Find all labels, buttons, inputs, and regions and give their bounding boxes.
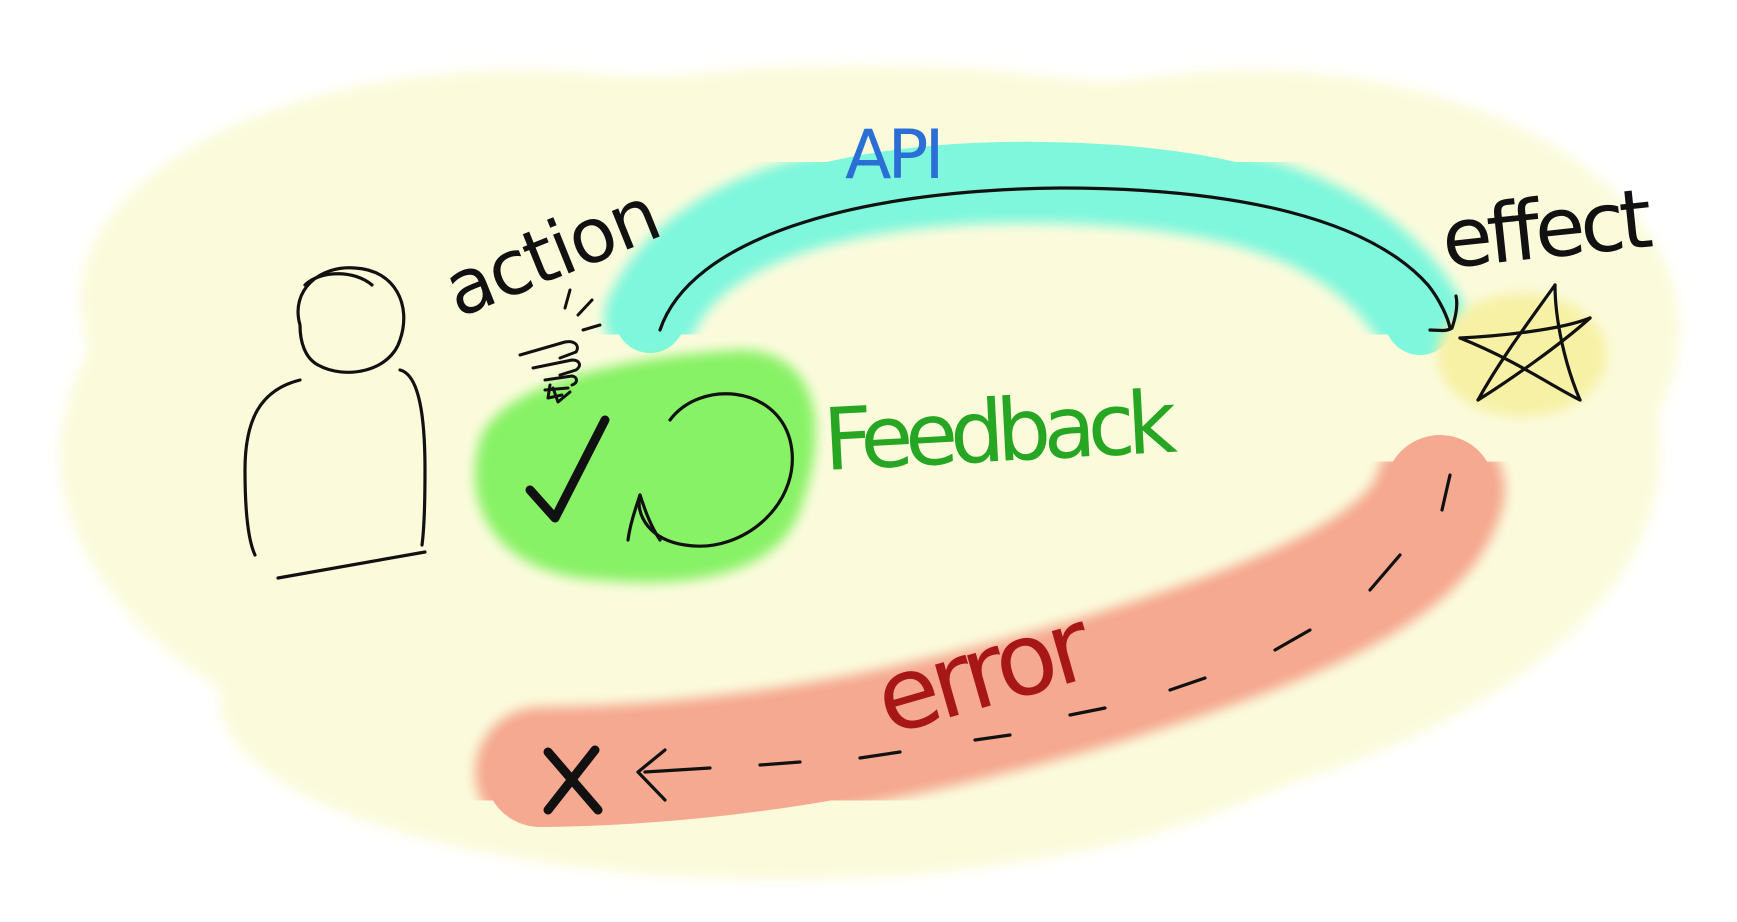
error-arrow <box>636 473 1452 802</box>
pointing-hand-tap-icon <box>518 288 602 404</box>
label-feedback: Feedback <box>821 373 1179 491</box>
label-api: API <box>845 116 941 195</box>
api-band <box>604 130 1466 366</box>
star-glow <box>1437 293 1607 417</box>
error-band <box>475 425 1505 837</box>
person-outline-icon <box>243 266 427 580</box>
loop-arrow-icon <box>626 392 794 548</box>
checkmark-icon <box>525 415 610 523</box>
label-effect: effect <box>1437 171 1656 287</box>
feedback-blob <box>475 350 816 583</box>
star-burst-icon <box>1458 283 1592 402</box>
api-arrow <box>658 186 1459 333</box>
x-mark-icon <box>543 745 603 815</box>
